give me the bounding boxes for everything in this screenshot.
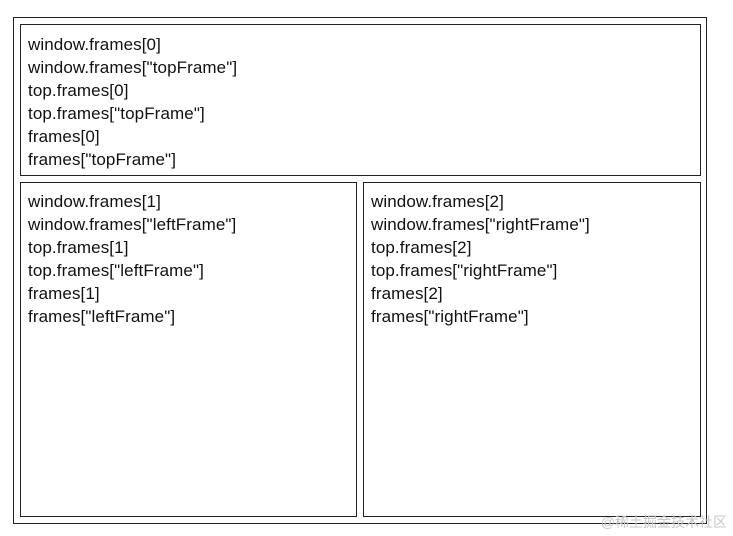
watermark: @稀土掘金技术社区 (600, 514, 727, 530)
right-frame-reference: window.frames[2] (371, 192, 504, 211)
left-frame-reference: window.frames["leftFrame"] (28, 215, 237, 234)
right-frame: window.frames[2] window.frames["rightFra… (363, 182, 701, 517)
right-frame-reference: top.frames["rightFrame"] (371, 261, 558, 280)
top-frame-reference: frames["topFrame"] (28, 150, 177, 169)
right-frame-reference-list: window.frames[2] window.frames["rightFra… (371, 190, 590, 328)
top-frame-reference: top.frames[0] (28, 81, 129, 100)
top-frame-reference-list: window.frames[0] window.frames["topFrame… (28, 33, 237, 171)
left-frame-reference-list: window.frames[1] window.frames["leftFram… (28, 190, 236, 328)
left-frame-reference: top.frames[1] (28, 238, 129, 257)
top-frame-reference: window.frames[0] (28, 35, 161, 54)
top-frame-reference: window.frames["topFrame"] (28, 58, 238, 77)
right-frame-reference: frames[2] (371, 284, 443, 303)
right-frame-reference: frames["rightFrame"] (371, 307, 529, 326)
top-frame: window.frames[0] window.frames["topFrame… (20, 24, 701, 176)
top-frame-reference: frames[0] (28, 127, 100, 146)
right-frame-reference: top.frames[2] (371, 238, 472, 257)
left-frame: window.frames[1] window.frames["leftFram… (20, 182, 357, 517)
top-frame-reference: top.frames["topFrame"] (28, 104, 205, 123)
left-frame-reference: frames["leftFrame"] (28, 307, 176, 326)
left-frame-reference: frames[1] (28, 284, 100, 303)
left-frame-reference: top.frames["leftFrame"] (28, 261, 204, 280)
left-frame-reference: window.frames[1] (28, 192, 161, 211)
outer-window-border (13, 17, 707, 524)
right-frame-reference: window.frames["rightFrame"] (371, 215, 590, 234)
